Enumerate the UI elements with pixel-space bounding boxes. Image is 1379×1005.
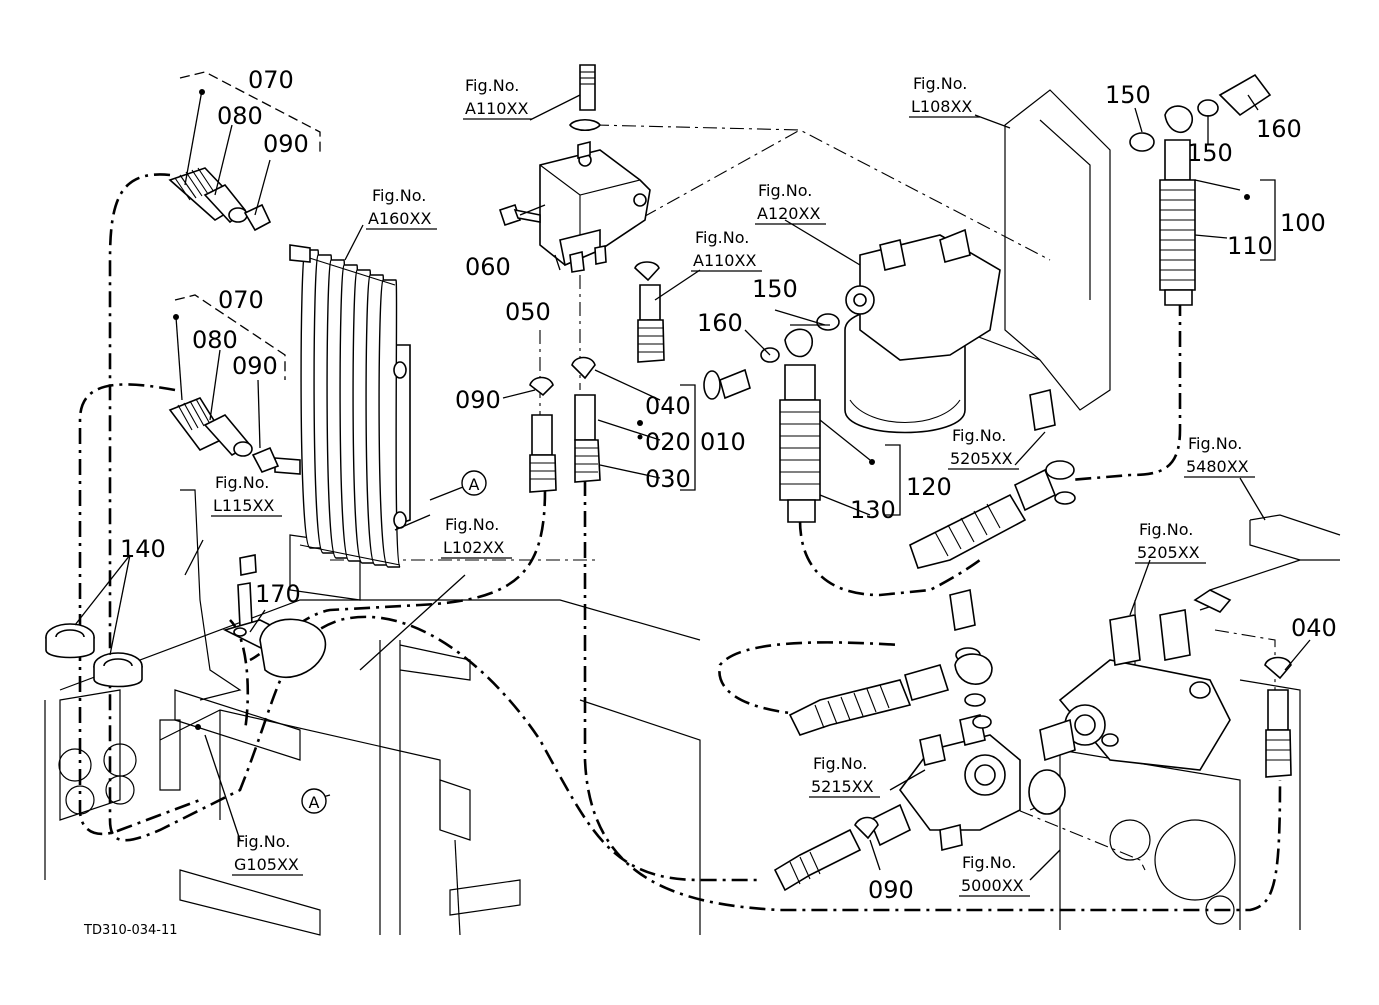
fig-ref-g105: Fig.No. G105XX — [232, 832, 303, 876]
part-100: 100 — [1280, 209, 1326, 237]
fig-ref-5205-upper: Fig.No. 5205XX — [948, 426, 1019, 470]
part-110: 110 — [1227, 232, 1273, 260]
drawing-code: TD310-034-11 — [83, 923, 178, 938]
fig-ref-a120: Fig.No. A120XX — [755, 181, 826, 225]
svg-text:A: A — [469, 475, 480, 494]
svg-text:Fig.No.: Fig.No. — [445, 515, 499, 534]
machine-frame-background — [44, 89, 1341, 936]
clamp-170 — [222, 554, 327, 679]
hose-5205-lower — [788, 589, 993, 736]
callout-a-marker-2: A — [301, 788, 327, 814]
fig-ref-5480: Fig.No. 5480XX — [1184, 434, 1255, 478]
svg-text:Fig.No.: Fig.No. — [372, 186, 426, 205]
svg-text:A110XX: A110XX — [693, 251, 756, 270]
part-160-top: 160 — [1256, 115, 1302, 143]
callout-a-marker-1: A — [461, 470, 487, 496]
fig-ref-a110-mid: Fig.No. A110XX — [691, 228, 762, 272]
svg-text:Fig.No.: Fig.No. — [236, 832, 290, 851]
svg-text:5215XX: 5215XX — [811, 777, 874, 796]
hose-assembly-070-lower — [168, 397, 280, 473]
part-080-upper: 080 — [217, 102, 263, 130]
hose-assembly-100 — [1129, 73, 1272, 306]
fig-ref-5205-lower: Fig.No. 5205XX — [1135, 520, 1206, 564]
part-140: 140 — [120, 535, 166, 563]
hose-left-090 — [529, 376, 557, 493]
bolt-060 — [498, 203, 541, 227]
part-010: 010 — [700, 428, 746, 456]
hose-5205-upper — [909, 389, 1076, 569]
hose-5215-lower — [773, 816, 879, 892]
fuel-cooler-radiator — [274, 244, 411, 568]
svg-text:5000XX: 5000XX — [961, 876, 1024, 895]
svg-text:G105XX: G105XX — [234, 855, 299, 874]
fig-ref-l115: Fig.No. L115XX — [211, 473, 282, 517]
part-070-upper: 070 — [248, 66, 294, 94]
part-120: 120 — [906, 473, 952, 501]
feed-pump-5215 — [868, 714, 1066, 852]
svg-text:Fig.No.: Fig.No. — [465, 76, 519, 95]
fuel-pump-050 — [539, 140, 651, 273]
svg-text:Fig.No.: Fig.No. — [952, 426, 1006, 445]
part-060: 060 — [465, 253, 511, 281]
hose-assembly-120 — [703, 313, 840, 523]
svg-text:L108XX: L108XX — [911, 97, 972, 116]
svg-text:Fig.No.: Fig.No. — [1139, 520, 1193, 539]
svg-text:Fig.No.: Fig.No. — [758, 181, 812, 200]
fig-ref-l102: Fig.No. L102XX — [441, 515, 512, 559]
reference-dots — [173, 89, 1250, 730]
hose-assembly-010 — [571, 356, 601, 483]
hose-assembly-070-upper — [168, 167, 272, 232]
svg-text:Fig.No.: Fig.No. — [962, 853, 1016, 872]
figure-reference-labels: Fig.No. A110XX Fig.No. A160XX Fig.No. A1… — [211, 74, 1255, 897]
part-090-lower-right: 090 — [868, 876, 914, 904]
part-040-right: 040 — [1291, 614, 1337, 642]
part-130: 130 — [850, 496, 896, 524]
fig-ref-a110-top: Fig.No. A110XX — [463, 76, 532, 120]
fig-ref-5215: Fig.No. 5215XX — [809, 754, 880, 798]
hose-right-040 — [1264, 656, 1292, 778]
svg-text:A160XX: A160XX — [368, 209, 431, 228]
svg-text:A120XX: A120XX — [757, 204, 820, 223]
svg-text:L102XX: L102XX — [443, 538, 504, 557]
svg-text:5205XX: 5205XX — [950, 449, 1013, 468]
svg-text:Fig.No.: Fig.No. — [695, 228, 749, 247]
svg-text:Fig.No.: Fig.No. — [215, 473, 269, 492]
fuel-hoses — [78, 173, 1282, 912]
svg-text:A: A — [309, 793, 320, 812]
svg-text:5480XX: 5480XX — [1186, 457, 1249, 476]
part-number-labels: 070 080 090 070 080 090 140 170 060 050 … — [120, 66, 1337, 904]
part-150-top-left: 150 — [1105, 81, 1151, 109]
svg-text:L115XX: L115XX — [213, 496, 274, 515]
grommets-140 — [45, 623, 143, 688]
part-160-mid: 160 — [697, 309, 743, 337]
svg-text:Fig.No.: Fig.No. — [913, 74, 967, 93]
part-020: 020 — [645, 428, 691, 456]
part-090-mid: 090 — [455, 386, 501, 414]
svg-text:A110XX: A110XX — [465, 99, 528, 118]
part-070-lower: 070 — [218, 286, 264, 314]
part-030: 030 — [645, 465, 691, 493]
fig-ref-5000: Fig.No. 5000XX — [959, 853, 1030, 897]
cooler-fins — [300, 249, 401, 568]
fig-ref-a160: Fig.No. A160XX — [366, 186, 437, 230]
part-040-mid: 040 — [645, 392, 691, 420]
svg-text:5205XX: 5205XX — [1137, 543, 1200, 562]
svg-text:Fig.No.: Fig.No. — [813, 754, 867, 773]
part-150-mid: 150 — [752, 275, 798, 303]
part-090-upper: 090 — [263, 130, 309, 158]
part-080-lower: 080 — [192, 326, 238, 354]
injection-pump-5205 — [1039, 589, 1232, 771]
part-170: 170 — [255, 580, 301, 608]
hose-a110-mid — [634, 261, 665, 363]
fig-ref-l108: Fig.No. L108XX — [909, 74, 980, 118]
part-150-top-right: 150 — [1187, 139, 1233, 167]
leader-lines — [74, 71, 1311, 881]
part-090-lower: 090 — [232, 352, 278, 380]
fuel-pipe-a110-top — [569, 64, 601, 132]
fuel-filter-a120 — [844, 228, 1001, 434]
part-050: 050 — [505, 298, 551, 326]
svg-text:Fig.No.: Fig.No. — [1188, 434, 1242, 453]
